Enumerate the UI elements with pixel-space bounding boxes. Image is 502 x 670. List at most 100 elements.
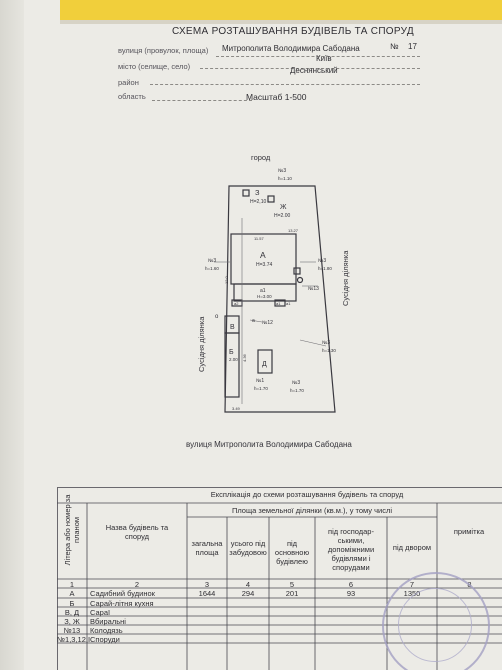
elev-h-right: h=1.80 [318,266,332,271]
district-underline [150,84,420,85]
elev-n3-bottom: №3 [292,380,300,386]
row-name: Сарай-літня кухня [90,599,154,608]
official-stamp [382,572,490,670]
elev-h1-bottom: h=1.70 [254,386,268,391]
document-title: СХЕМА РОЗТАШУВАННЯ БУДІВЕЛЬ ТА СПОРУД [172,26,414,37]
elev-n3-right: №3 [318,258,326,264]
row-built: 294 [241,589,255,598]
header-built: усього під забудовою [229,539,267,557]
col-number-3: 3 [204,580,210,589]
dim-bottom-width: 3.49 [232,406,241,411]
porch-a1s-label: а1 [276,301,281,306]
small-structure [293,267,301,275]
row-total: 1644 [198,589,216,598]
building-zh-letter: Ж [280,204,287,211]
elev-h3-bottom: h=1.70 [290,388,304,393]
porch-a1s-b-label: а1 [286,301,291,306]
circle-label: о [215,314,219,320]
elev-n12: №12 [262,320,273,326]
porch-a1s [274,299,286,307]
building-b [224,332,240,398]
building-b-height: 2.00 [229,357,238,362]
binder-edge [0,0,24,670]
city-label: місто (селище, село) [118,62,191,71]
region-underline [152,100,252,101]
building-a-letter: А [260,250,266,260]
row-litera: №1,3,12,І [57,635,91,644]
street-label: вулиця (провулок, площа) [118,46,209,55]
folder-tab-shadow [60,20,502,24]
header-area-group: Площа земельної ділянки (кв.м.), у тому … [231,506,393,515]
well-mark [296,276,304,284]
porch-a2-label: а2 [234,301,239,306]
row-litera: А [69,589,75,598]
row-litera: З, Ж [64,617,80,626]
row-litera: Б [69,599,75,608]
neighbor-left-label: Сусідня ділянка [197,316,206,372]
elev-h-right2: h=1.30 [322,348,336,353]
row-name: Сараї [90,608,111,617]
toilet-z-mark [242,189,250,197]
number-value: 17 [408,42,417,51]
region-label: область [118,92,146,101]
toilet-zh-mark [267,195,275,203]
header-total: загальна площа [191,539,223,557]
header-household: під господар-ськими, допоміжними будівля… [327,527,375,572]
neighbor-right-label: Сусідня ділянка [341,250,350,306]
scale-label: Масштаб 1-500 [246,92,307,102]
header-main: під основною будівлею [274,539,310,566]
street-underline [216,56,420,57]
row-household: 93 [346,589,356,598]
building-b-letter: Б [229,349,234,356]
leader-right2 [299,339,327,347]
building-v-letter: В [230,324,235,331]
elev-n1-bottom: №1 [256,378,264,384]
building-a1-letter: а1 [260,288,266,294]
dim-a-width: 11.57 [254,236,264,241]
header-litera: Літера або номер за планом [63,494,81,566]
building-zh-height: Н=2.00 [274,213,290,219]
elev-n13: №13 [308,286,319,292]
col-number-4: 4 [245,580,251,589]
plan-top-label: город [251,153,271,162]
row-name: Колодязь [90,626,123,635]
dim-b-side: 4.36 [242,353,247,362]
street-caption: вулиця Митрополита Володимира Сабодана [186,440,352,449]
official-stamp-inner-ring [398,588,472,662]
col-number-1: 1 [69,580,75,589]
building-a1 [233,283,297,302]
header-note: примітка [453,527,485,536]
site-plan: город №3 h=1.10 13.27 З Н=2,10 Ж Н=2.00 … [186,153,352,449]
row-name: Вбиральні [90,617,126,626]
building-a-height: Н=3.74 [256,262,272,268]
city-underline [200,68,420,69]
elev-n3-left: №3 [208,258,216,264]
row-litera: №13 [63,626,81,635]
header-name: Назва будівель та споруд [105,523,169,541]
number-label: № [390,42,399,51]
building-d-letter: Д [262,361,267,368]
header-yard: під двором [392,543,432,552]
building-a-small-label: а [252,318,255,324]
plot-boundary [224,185,336,413]
city-value: Київ [316,54,332,63]
dim-left-side: 12.0 [224,275,229,284]
row-name: Споруди [90,635,120,644]
row-litera: В, Д [64,608,80,617]
street-value: Митрополита Володимира Сабодана [222,44,360,53]
dim-top-width: 13.27 [288,228,299,233]
district-value: Деснянський [290,66,338,75]
col-number-2: 2 [134,580,140,589]
leader-n12 [249,319,263,323]
table-title: Експлікація до схеми розташування будіве… [210,490,404,499]
elev-h-top: h=1.10 [278,176,292,181]
building-z-letter: З [255,188,260,197]
building-d [257,349,273,374]
row-main: 201 [285,589,299,598]
elev-n3-top: №3 [278,168,286,174]
elev-h-left: h=1.60 [205,266,219,271]
district-label: район [118,78,139,87]
row-name: Садибний будинок [90,589,155,598]
col-number-5: 5 [289,580,295,589]
